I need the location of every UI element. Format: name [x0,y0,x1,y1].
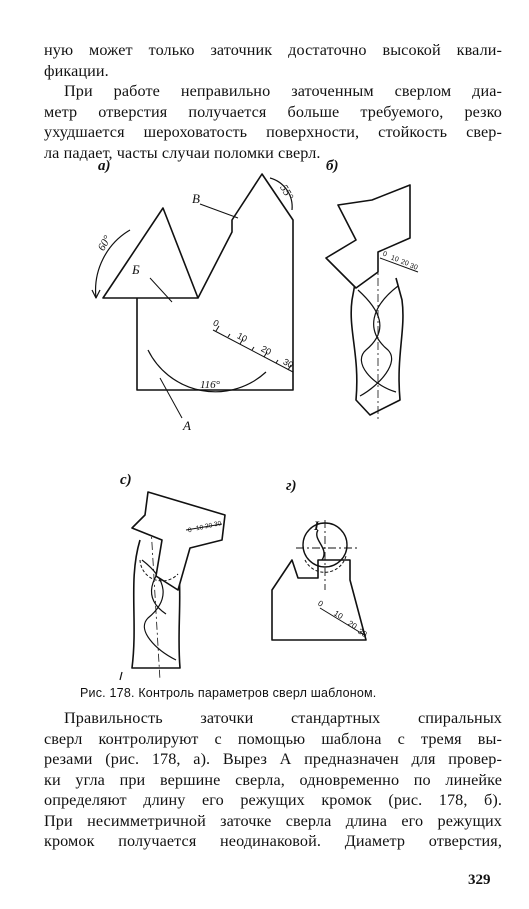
template-outline [102,173,294,391]
text-line: При работе неправильно заточенным сверло… [64,82,502,100]
leader-b [149,277,173,303]
text-line: кромок получается неодинаковой. Диаметр … [44,832,502,850]
arc-55-deg [269,177,293,211]
figure-caption: Рис. 178. Контроль параметров сверл шабл… [80,686,377,700]
ruler-tick-20: 20 [346,619,359,632]
drill-flute [357,289,397,393]
drill-axis [149,509,161,681]
ruler-scale [319,607,367,637]
text-line: При несимметричной заточке сверла длина … [44,811,502,830]
ruler-tick-0: 0 [188,527,193,535]
text-line: сверл контролируют с помощью шаблона с т… [44,729,502,748]
panel-label-c: с) [120,472,132,488]
template-panel-a: 60° 55° 116° Б В А 0 10 20 30 [91,173,296,433]
ruler-scale [212,325,294,373]
template-on-drill [131,491,226,591]
ruler-tick-10: 10 [235,331,249,345]
leader-v [199,203,239,219]
leader-a [159,377,183,419]
ruler-tick-0: 0 [211,318,220,329]
text-line: ла падает, часты случаи поломки сверл. [44,143,321,162]
paragraph-top: ную может только заточник достаточно выс… [44,40,502,81]
text-line: Правильность заточки стандартных спираль… [64,709,502,727]
ruler-tick-10: 10 [390,254,400,263]
ruler-scale [185,523,223,531]
template-on-drill [325,184,411,289]
label-cut-v: В [192,191,200,206]
paragraph-wrong-sharpening: При работе неправильно заточенным сверло… [44,81,502,163]
text-line: определяют длину его режущих кромок (рис… [44,791,502,809]
template-panel-g: I 0 10 20 30 [271,518,369,641]
page-number: 329 [468,872,491,888]
label-60: 60° [96,233,114,253]
ruler-tick-30: 30 [214,520,223,528]
ruler-tick-10: 10 [196,524,205,532]
panel-label-a: а) [98,158,111,174]
ruler-scale [379,257,419,273]
text-line: ухудшается шероховатость поверхности, ст… [44,123,502,141]
ruler-tick-0: 0 [382,250,388,258]
ruler-tick-20: 20 [400,258,410,267]
ruler-tick-10: 10 [332,609,345,622]
template-outline [271,559,367,641]
text-line: метр отверстия получается больше требуем… [44,102,502,121]
ruler-tick-20: 20 [259,344,273,358]
drill-panel-c: 0 10 20 30 [119,491,226,681]
ruler-tick-30: 30 [409,262,419,271]
ruler-tick-20: 20 [205,522,214,530]
ruler-tick-30: 30 [281,357,295,371]
drill-body [350,277,404,416]
label-cut-a: А [182,418,191,433]
label-116: 116° [200,379,221,391]
label-cut-b: Б [131,262,140,277]
panel-label-g: г) [286,478,297,494]
arc-arrow [91,289,101,299]
text-line: ную может только заточник достаточно выс… [44,41,502,59]
drill-flute [359,285,399,397]
label-mark-i: I [313,518,320,533]
panel-label-b: б) [326,158,339,174]
arc-60-deg [94,229,131,299]
text-line: ки угла при вершине сверла, одновременно… [44,770,502,789]
ruler-tick-0: 0 [316,599,325,609]
drill-panel-b: 0 10 20 30 [325,184,419,420]
figure-178-drawing: 60° 55° 116° Б В А 0 10 20 30 0 10 20 30 [91,173,419,681]
text-line: резами (рис. 178, а). Вырез А предназнач… [44,750,502,768]
text-line: фикации. [44,61,109,80]
arc-116-deg [147,349,267,393]
paragraph-template-control: Правильность заточки стандартных спираль… [44,708,502,852]
ruler-tick-30: 30 [356,627,369,640]
